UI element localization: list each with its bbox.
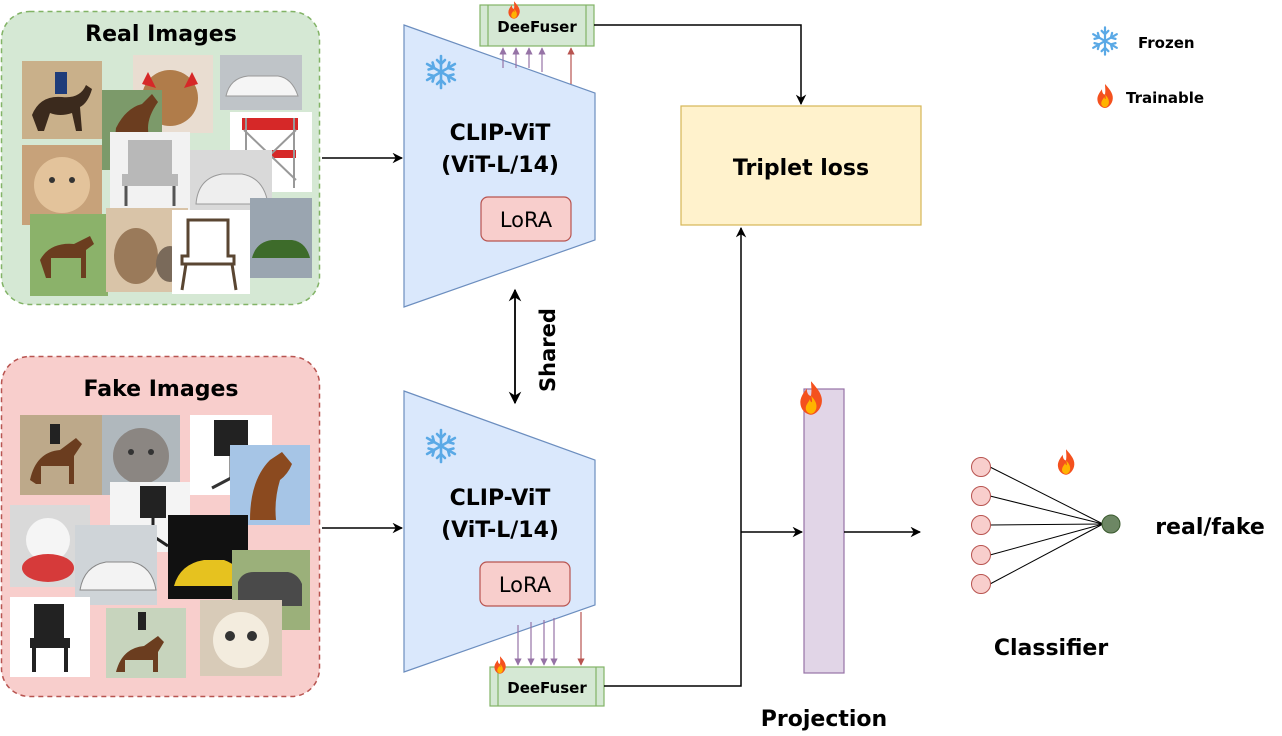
encoder-top-name: CLIP-ViT — [450, 121, 551, 146]
triplet-loss-label: Triplet loss — [733, 156, 869, 181]
encoder-top: CLIP-ViT (ViT-L/14) LoRA — [403, 24, 596, 308]
classifier-connections — [989, 466, 1104, 585]
fire-icon — [1057, 449, 1075, 475]
deefuser-top: DeeFuser — [479, 1, 595, 47]
deefuser-top-label: DeeFuser — [497, 18, 577, 36]
classifier-input-node — [971, 545, 991, 565]
encoder-bottom-name: CLIP-ViT — [450, 486, 551, 511]
deefuser-bottom: DeeFuser — [489, 656, 605, 707]
projection-bar — [803, 388, 845, 674]
fire-icon — [508, 1, 520, 19]
classifier-output-label: real/fake — [1155, 515, 1265, 540]
deefuser-top-to-loss-arrow — [594, 24, 807, 106]
fire-icon — [494, 656, 506, 674]
legend-trainable-label: Trainable — [1126, 89, 1204, 107]
classifier-label: Classifier — [994, 636, 1108, 661]
fire-icon — [800, 381, 822, 415]
legend: Frozen Trainable — [1092, 26, 1204, 108]
lora-top-box — [480, 196, 572, 242]
classifier-input-node — [971, 515, 991, 535]
deefuser-bottom-label: DeeFuser — [507, 679, 587, 697]
deefuser-bottom-feature-arrows — [514, 612, 585, 666]
deefuser-top-feature-arrows — [499, 47, 575, 84]
snowflake-icon — [1092, 26, 1118, 56]
encoder-bottom-variant: (ViT-L/14) — [441, 518, 559, 543]
classifier — [971, 449, 1121, 594]
classifier-input-node — [971, 574, 991, 594]
lora-bottom-label: LoRA — [499, 573, 552, 597]
fire-icon — [1097, 84, 1113, 108]
classifier-output-node — [1101, 514, 1121, 534]
classifier-input-node — [971, 486, 991, 506]
encoder-top-variant: (ViT-L/14) — [441, 153, 559, 178]
classifier-input-node — [971, 457, 991, 477]
fake-images-title: Fake Images — [84, 377, 239, 402]
deefuser-bottom-to-junction-line — [604, 226, 747, 687]
real-images-title: Real Images — [85, 22, 237, 47]
deefuser-top-box — [479, 4, 595, 47]
lora-bottom-box — [479, 561, 571, 607]
shared-label: Shared — [536, 308, 560, 392]
thumbnail-green-car — [250, 198, 312, 278]
triplet-loss-box — [680, 105, 922, 226]
encoder-bottom: CLIP-ViT (ViT-L/14) LoRA — [403, 390, 596, 673]
projection-label: Projection — [761, 707, 887, 732]
fake-images-collage — [10, 415, 310, 678]
legend-frozen-label: Frozen — [1138, 34, 1195, 52]
real-images-collage — [22, 55, 312, 296]
lora-top-label: LoRA — [500, 208, 553, 232]
